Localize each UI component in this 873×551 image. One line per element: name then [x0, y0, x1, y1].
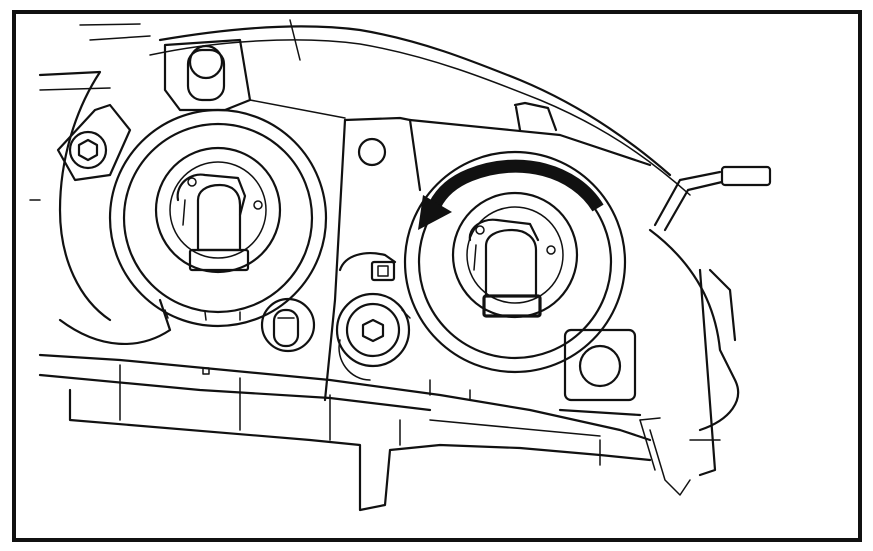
wire-connector-icon: [720, 165, 772, 187]
left-bulb-socket-icon: [196, 183, 242, 252]
rotation-arrow-icon: [429, 159, 604, 212]
rotation-arrow-head-icon: [418, 195, 452, 230]
side-marker-bulb-icon: [272, 308, 300, 348]
center-boss-hole-icon: [357, 137, 387, 167]
headlamp-housing: [38, 19, 772, 512]
lower-right-boss-icon: [578, 344, 622, 388]
small-tab-mark: [202, 367, 210, 375]
adjuster-nut-icon: [361, 318, 385, 343]
top-bolt-boss-icon: [186, 48, 226, 102]
left-mounting-nut-icon: [77, 138, 99, 162]
left-bulb-assembly: [108, 108, 328, 328]
right-bulb-socket-icon: [484, 228, 538, 298]
aim-adjuster: [335, 252, 411, 381]
side-marker-socket: [260, 297, 316, 353]
right-bulb-assembly: [403, 150, 627, 401]
figure-border: [12, 10, 862, 542]
